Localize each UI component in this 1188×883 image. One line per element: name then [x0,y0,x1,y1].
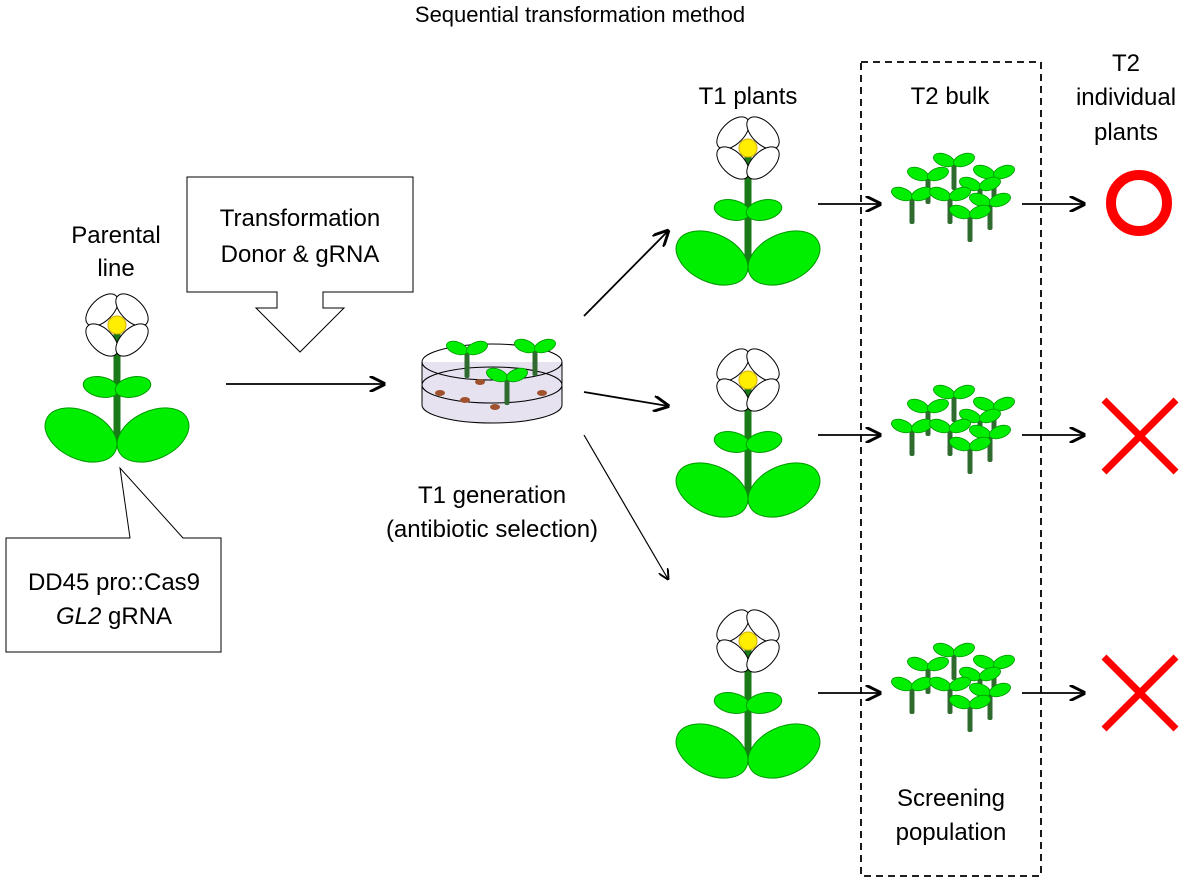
t1-generation-label-2: (antibiotic selection) [386,516,598,543]
transformation-line-1: Transformation [220,205,381,232]
arrow-to-t1-plant-3 [583,434,668,579]
t1-plants-header: T1 plants [699,83,798,110]
transformation-callout: Transformation Donor & gRNA [186,176,414,353]
screening-population-box [860,61,1042,877]
t1-plant-2-icon [666,342,830,529]
t1-plant-3-icon [666,603,830,790]
transformation-line-2: Donor & gRNA [221,241,380,268]
t2-individual-header-2: individual [1076,84,1176,111]
parental-line-label-2: line [97,255,134,282]
t1-generation-label-1: T1 generation [418,482,566,509]
result-3-cross-icon [1104,657,1176,729]
t2-bulk-header: T2 bulk [911,83,991,110]
result-2-cross-icon [1104,400,1176,472]
screening-label-2: population [896,819,1007,846]
petri-dish-icon [421,336,563,424]
arrow-to-t1-plant-2 [583,391,668,406]
t1-plant-1-icon [666,110,830,297]
t2-bulk-2-icon [890,383,1017,474]
parental-plant-icon [35,287,199,474]
result-1-circle-icon [1106,170,1172,236]
callout-line-2: GL2 gRNA [56,603,172,630]
parental-line-label-1: Parental [71,222,160,249]
t2-individual-header-1: T2 [1112,50,1140,77]
diagram-title: Sequential transformation method [415,2,745,27]
t2-individual-header-3: plants [1094,119,1158,146]
screening-label-1: Screening [897,785,1005,812]
t2-bulk-3-icon [890,641,1017,732]
parental-callout: DD45 pro::Cas9 GL2 gRNA [5,466,222,653]
t2-bulk-1-icon [890,151,1017,242]
callout-line-1: DD45 pro::Cas9 [28,569,200,596]
arrow-to-t1-plant-1 [583,231,668,317]
